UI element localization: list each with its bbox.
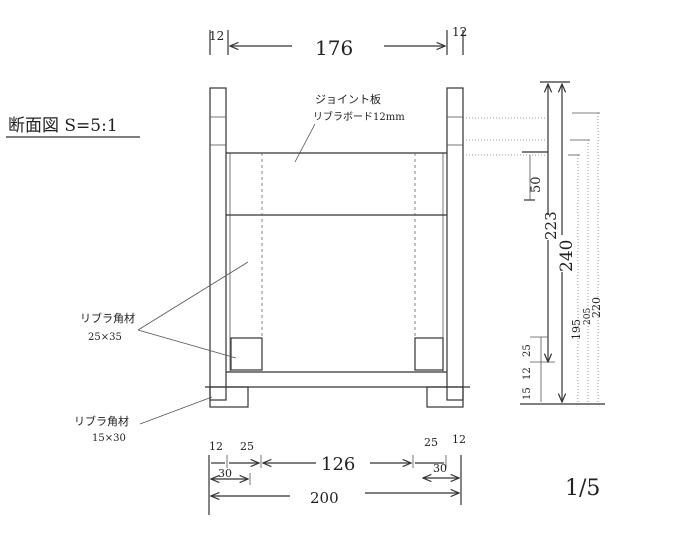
right-dimensions: 50 223 240 25 12 15 195 205 220	[520, 81, 605, 405]
dim-bottom-right-25: 25	[424, 436, 438, 449]
dim-25: 25	[522, 344, 533, 357]
lumber-block-right	[414, 337, 444, 371]
dim-bottom-right-30: 30	[433, 462, 447, 475]
dim-top-center: 176	[315, 36, 353, 60]
box-section	[205, 87, 545, 408]
joint-plate-label-1: ジョイント板	[315, 92, 381, 106]
lumber-block-left	[230, 337, 263, 371]
bottom-dimensions: 12 25 126 25 12 30 30 200	[208, 433, 466, 515]
foot-left	[209, 386, 249, 408]
dim-220: 220	[590, 297, 603, 318]
dim-bottom-left-30: 30	[218, 467, 232, 480]
dim-12: 12	[522, 367, 533, 380]
scale-note: 1/5	[565, 476, 600, 501]
dim-50: 50	[529, 176, 544, 193]
lumber-a-label-1: リブラ角材	[80, 311, 135, 325]
dim-223: 223	[542, 211, 560, 240]
top-dimensions: 12 176 12	[209, 25, 467, 60]
lumber-b-label-2: 15×30	[92, 433, 126, 444]
dim-bottom-total: 200	[310, 489, 339, 507]
dim-bottom-center: 126	[321, 454, 355, 475]
dim-top-right: 12	[452, 25, 467, 39]
dim-240: 240	[557, 240, 577, 272]
dim-bottom-right-12: 12	[452, 433, 466, 446]
dim-205: 205	[583, 308, 593, 325]
dim-15: 15	[522, 387, 533, 400]
dim-195: 195	[570, 319, 583, 340]
foot-right	[426, 386, 464, 408]
joint-plate-label-2: リブラボード12mm	[313, 110, 405, 123]
dim-top-left: 12	[209, 29, 224, 43]
dim-bottom-left-12: 12	[209, 440, 223, 453]
right-panel	[446, 87, 464, 401]
annotations: ジョイント板 リブラボード12mm リブラ角材 25×35 リブラ角材 15×3…	[74, 92, 405, 444]
lumber-b-label-1: リブラ角材	[74, 414, 129, 428]
drawing-title: 断面図 S=5:1	[8, 116, 118, 136]
lumber-a-label-2: 25×35	[88, 332, 122, 343]
left-panel	[209, 87, 227, 401]
dim-bottom-left-25: 25	[240, 440, 254, 453]
